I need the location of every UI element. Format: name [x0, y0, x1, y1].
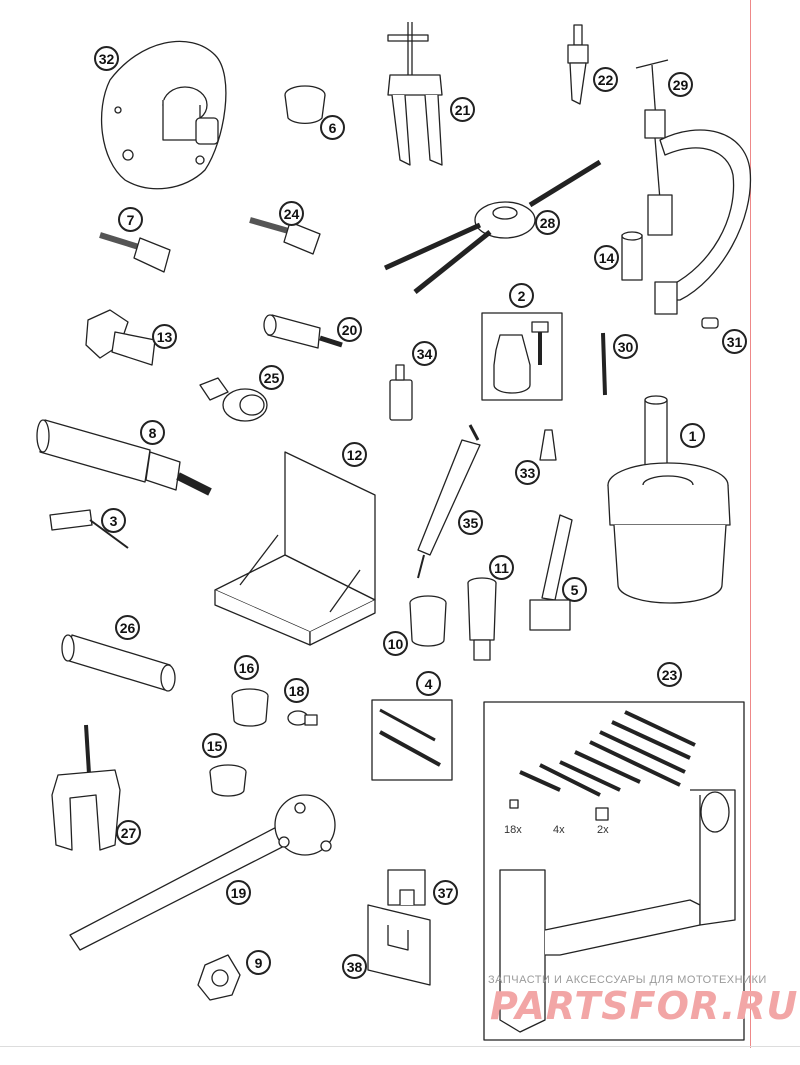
tool-22-puller [567, 24, 589, 105]
callout-28: 28 [535, 210, 560, 235]
callout-1: 1 [680, 423, 705, 448]
tool-24-bolt [249, 217, 321, 255]
tool-38-block [367, 904, 431, 986]
callout-11: 11 [489, 555, 514, 580]
callout-31: 31 [722, 329, 747, 354]
tool-9-holder [197, 954, 241, 1001]
tool-16-bushing [231, 688, 269, 727]
watermark-logo: PARTSFOR.RU [490, 984, 799, 1028]
tool-2-kit [481, 312, 563, 401]
callout-4: 4 [416, 671, 441, 696]
callout-32: 32 [94, 46, 119, 71]
callout-26: 26 [115, 615, 140, 640]
tool-35-syringe [417, 424, 481, 579]
tool-26-socket [61, 634, 176, 692]
tool-6-ring [284, 85, 326, 124]
tool-29-clamp [635, 59, 752, 315]
tool-15-bushing [209, 764, 247, 797]
callout-10: 10 [383, 631, 408, 656]
tool-37-plate [387, 869, 426, 906]
callout-5: 5 [562, 577, 587, 602]
tool-14-cup [621, 231, 643, 281]
tool-21-puller [387, 22, 443, 166]
callout-13: 13 [152, 324, 177, 349]
tool-31-pin [701, 317, 719, 329]
tool-1-press [607, 395, 731, 604]
tool-7-bolt [99, 232, 171, 273]
tool-32-plate [100, 40, 227, 190]
callout-23: 23 [657, 662, 682, 687]
callout-33: 33 [515, 460, 540, 485]
callout-15: 15 [202, 733, 227, 758]
callout-2: 2 [509, 283, 534, 308]
callout-12: 12 [342, 442, 367, 467]
tool-34-bottle [389, 364, 413, 421]
callout-21: 21 [450, 97, 475, 122]
tool-12-stand [214, 451, 376, 646]
watermark-caption: ЗАПЧАСТИ И АКСЕССУАРЫ ДЛЯ МОТОТЕХНИКИ [488, 974, 767, 986]
callout-27: 27 [116, 820, 141, 845]
callout-30: 30 [613, 334, 638, 359]
callout-16: 16 [234, 655, 259, 680]
callout-18: 18 [284, 678, 309, 703]
callout-37: 37 [433, 880, 458, 905]
callout-20: 20 [337, 317, 362, 342]
callout-29: 29 [668, 72, 693, 97]
callout-25: 25 [259, 365, 284, 390]
tool-25-socket [199, 377, 268, 422]
tool-10-cup [409, 595, 447, 647]
tool-33-brush [539, 429, 557, 461]
callout-9: 9 [246, 950, 271, 975]
callout-14: 14 [594, 245, 619, 270]
callout-34: 34 [412, 341, 437, 366]
callout-19: 19 [226, 880, 251, 905]
tool-20-sleeve [263, 314, 343, 349]
margin-line [750, 0, 751, 1048]
qty-label-4x: 4x [553, 824, 565, 836]
callout-3: 3 [101, 508, 126, 533]
tool-18-drift [287, 710, 318, 726]
tool-28-wrench [383, 159, 602, 294]
callout-8: 8 [140, 420, 165, 445]
tool-19-spanner [69, 794, 336, 951]
tool-8-driver [36, 419, 212, 496]
tool-5-hook [529, 514, 573, 631]
tool-3-comb [49, 509, 129, 549]
callout-22: 22 [593, 67, 618, 92]
callout-38: 38 [342, 954, 367, 979]
qty-label-18x: 18x [504, 824, 522, 836]
bottom-border [0, 1046, 800, 1047]
tool-4-kit [371, 699, 453, 781]
tool-13-handle [85, 309, 156, 366]
tool-27-puller [51, 724, 121, 851]
callout-24: 24 [279, 201, 304, 226]
tool-11-sleeve [467, 577, 497, 661]
tool-23-stand [483, 701, 745, 1041]
callout-7: 7 [118, 207, 143, 232]
callout-6: 6 [320, 115, 345, 140]
tool-30-rod [601, 332, 607, 396]
callout-35: 35 [458, 510, 483, 535]
qty-label-2x: 2x [597, 824, 609, 836]
